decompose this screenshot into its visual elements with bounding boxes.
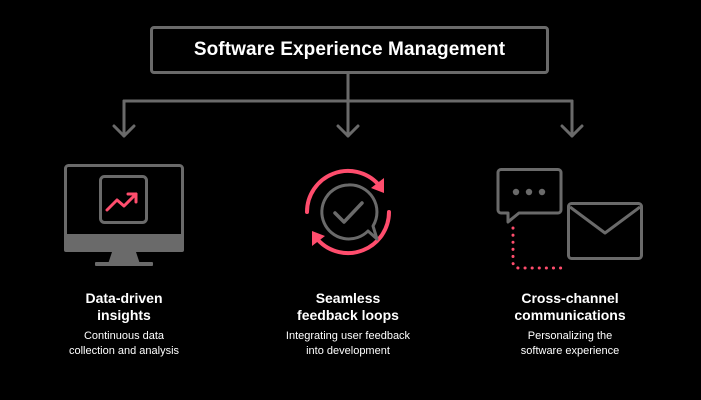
item-seamless-feedback-loops: Seamless feedback loops Integrating user… <box>248 290 448 359</box>
arrow-head-center <box>336 124 360 138</box>
diagram-title: Software Experience Management <box>193 39 506 60</box>
item-heading-line1: Cross-channel <box>521 290 619 306</box>
item-cross-channel-communications: Cross-channel communications Personalizi… <box>470 290 670 359</box>
chat-envelope-icon <box>496 168 643 270</box>
arrow-head-right <box>560 124 584 138</box>
item-heading-line2: feedback loops <box>297 307 399 323</box>
item-heading-line2: communications <box>514 307 626 323</box>
item-description-line2: software experience <box>520 345 620 357</box>
item-heading-line1: Seamless <box>315 290 381 306</box>
item-heading-line1: Data-driven <box>85 290 163 306</box>
item-description-line1: Continuous data <box>83 330 165 342</box>
feedback-loop-check-icon <box>304 169 392 255</box>
item-heading-line2: insights <box>97 307 151 323</box>
title-box: Software Experience Management <box>150 26 549 74</box>
arrow-head-left <box>112 124 136 138</box>
monitor-chart-icon <box>64 164 184 266</box>
item-description-line1: Integrating user feedback <box>285 330 411 342</box>
item-description-line2: collection and analysis <box>68 345 180 357</box>
item-description-line1: Personalizing the <box>527 330 613 342</box>
item-data-driven-insights: Data-driven insights Continuous data col… <box>24 290 224 359</box>
item-description-line2: into development <box>306 345 390 357</box>
